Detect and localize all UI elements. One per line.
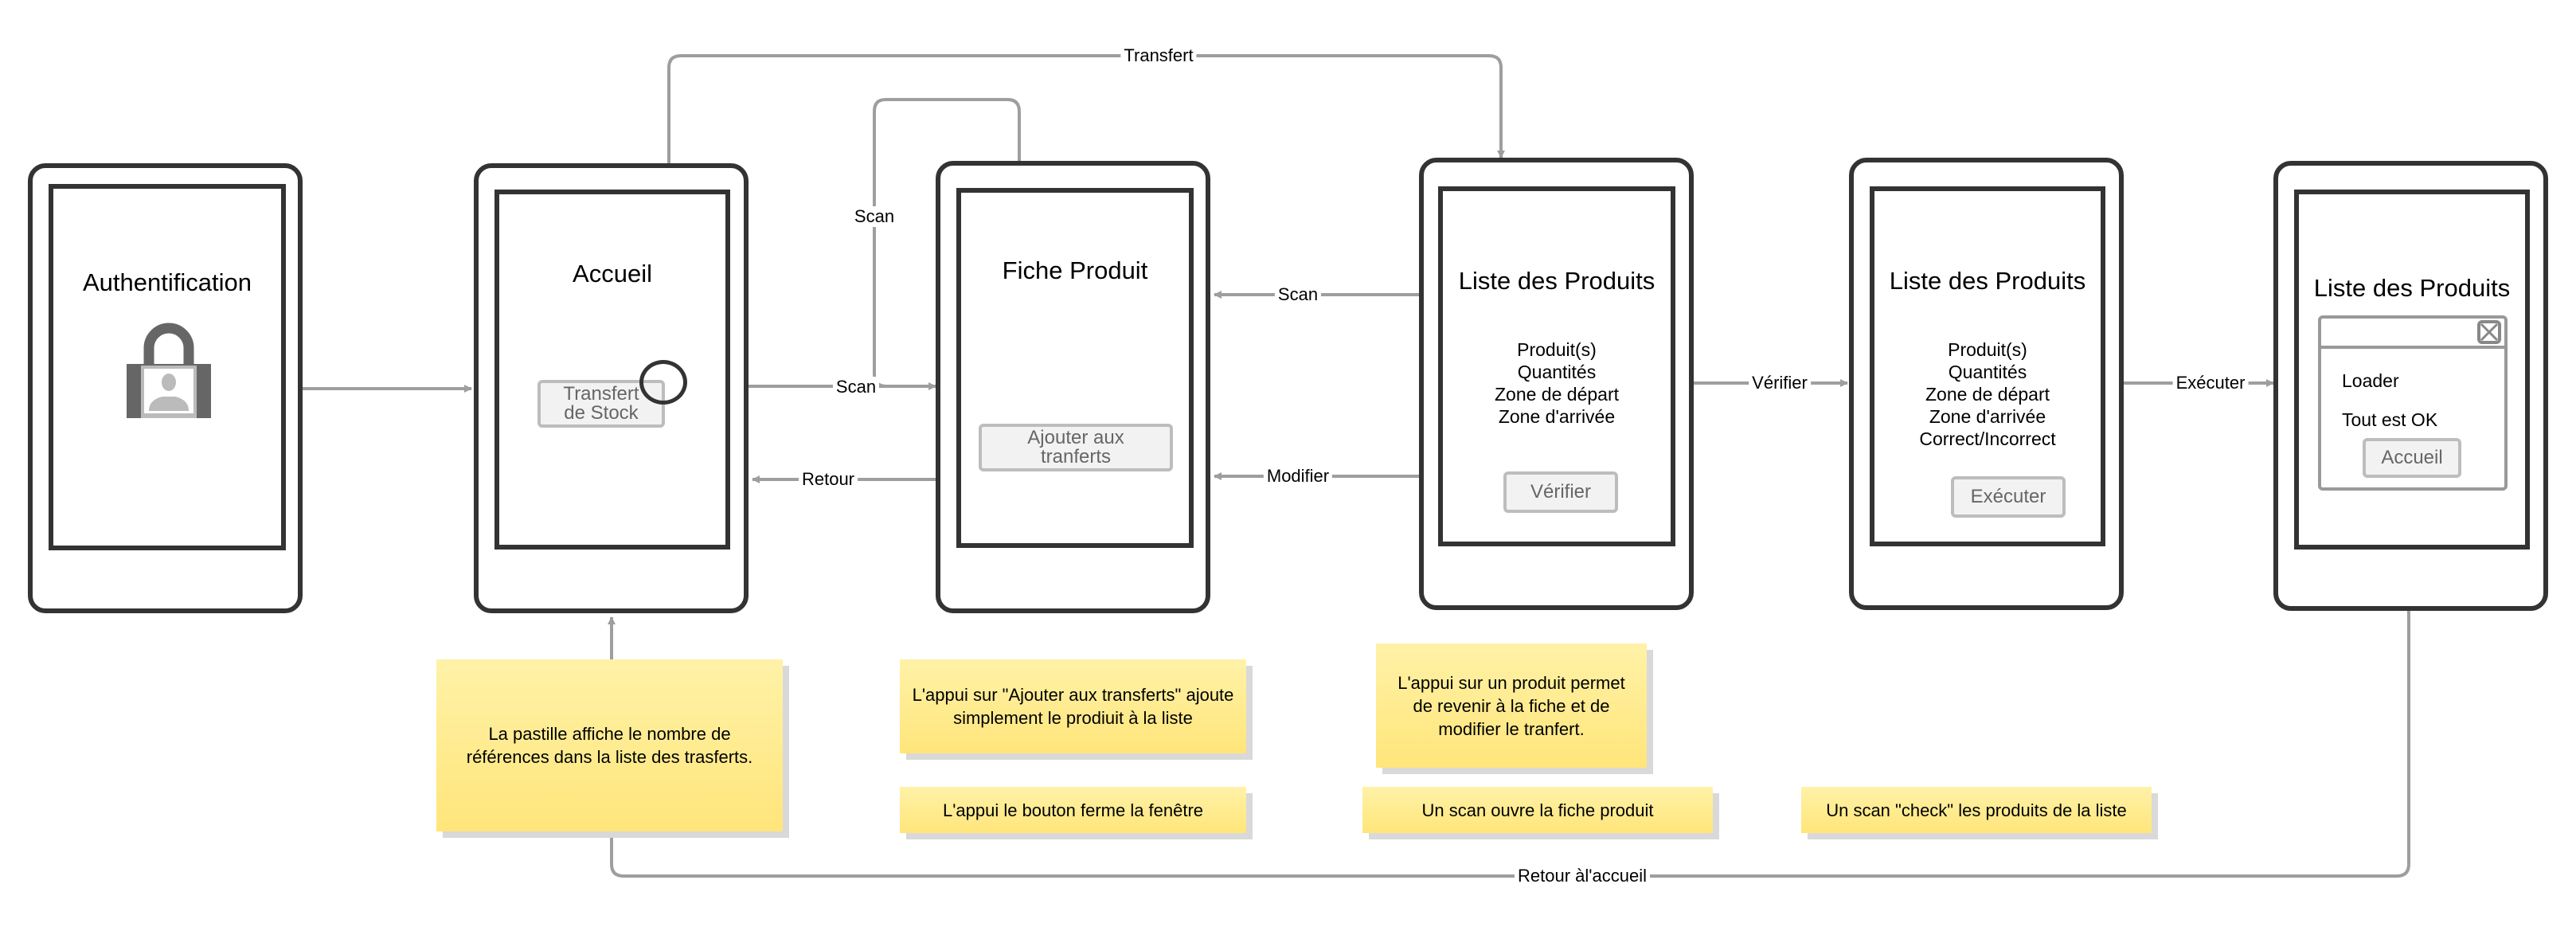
device-home: Accueil Transfert de Stock (474, 163, 749, 613)
screen-verify: Liste des Produits Produit(s) Quantités … (1870, 186, 2105, 546)
edge-label-modifier: Modifier (1263, 466, 1333, 487)
result-dialog: Loader Tout est OK Accueil (2318, 315, 2508, 491)
verifier-button[interactable]: Vérifier (1503, 471, 1618, 513)
ajouter-transferts-button[interactable]: Ajouter aux tranferts (979, 424, 1173, 471)
device-auth: Authentification (28, 163, 303, 613)
screen-title: Fiche Produit (1002, 256, 1148, 284)
field-departure-zone: Zone de départ (1494, 384, 1619, 405)
device-product: Fiche Produit Ajouter aux tranferts (936, 161, 1210, 613)
note-close-window: L'appui le bouton ferme la fenêtre (900, 787, 1246, 833)
edge-label-transfert: Transfert (1120, 45, 1197, 66)
edge-retour-accueil (608, 609, 2410, 878)
note-scan-check: Un scan "check" les produits de la liste (1801, 787, 2152, 833)
screen-product: Fiche Produit Ajouter aux tranferts (956, 188, 1194, 548)
edge-label-scan-list: Scan (1274, 284, 1322, 305)
screen-title: Liste des Produits (2313, 274, 2511, 302)
field-departure-zone: Zone de départ (1925, 384, 2050, 405)
field-quantity: Quantités (1948, 362, 2027, 382)
screen-title: Authentification (83, 268, 252, 296)
note-scan-opens: Un scan ouvre la fiche produit (1362, 787, 1713, 833)
screen-auth: Authentification (49, 184, 286, 550)
field-correct-status: Correct/Incorrect (1919, 428, 2056, 449)
executer-button[interactable]: Exécuter (1951, 476, 2066, 518)
edge-label-scan: Scan (832, 377, 880, 397)
screen-execute: Liste des Produits Loader Tout est OK Ac… (2294, 190, 2530, 550)
edge-label-retour: Retour (798, 469, 858, 490)
screen-title: Liste des Produits (1458, 267, 1655, 295)
device-verify: Liste des Produits Produit(s) Quantités … (1849, 158, 2124, 610)
close-box-icon[interactable] (2477, 320, 2501, 344)
device-list: Liste des Produits Produit(s) Quantités … (1419, 158, 1694, 610)
product-fields: Produit(s) Quantités Zone de départ Zone… (1443, 338, 1671, 428)
badge-circle-icon (639, 360, 687, 405)
edge-label-retour-accueil: Retour àl'accueil (1515, 866, 1650, 886)
note-press-product: L'appui sur un produit permet de revenir… (1376, 643, 1647, 768)
screen-list: Liste des Produits Produit(s) Quantités … (1438, 186, 1675, 546)
field-arrival-zone: Zone d'arrivée (1498, 406, 1616, 427)
field-product: Produit(s) (1517, 339, 1597, 360)
field-quantity: Quantités (1517, 362, 1597, 382)
lock-user-icon (127, 323, 211, 418)
edge-label-scan-loop: Scan (850, 206, 898, 227)
accueil-button[interactable]: Accueil (2363, 438, 2461, 478)
note-add-transfer: L'appui sur "Ajouter aux transferts" ajo… (900, 659, 1246, 753)
screen-title: Liste des Produits (1889, 267, 2086, 295)
screen-home: Accueil Transfert de Stock (494, 190, 730, 550)
note-badge: La pastille affiche le nombre de référen… (436, 659, 783, 831)
edge-label-executer: Exécuter (2172, 373, 2249, 393)
device-execute: Liste des Produits Loader Tout est OK Ac… (2273, 161, 2548, 611)
field-arrival-zone: Zone d'arrivée (1929, 406, 2046, 427)
dialog-header (2321, 319, 2504, 349)
edge-label-verifier: Vérifier (1749, 373, 1811, 393)
product-fields: Produit(s) Quantités Zone de départ Zone… (1874, 338, 2101, 450)
field-product: Produit(s) (1948, 339, 2027, 360)
screen-title: Accueil (573, 260, 652, 288)
status-text: Tout est OK (2342, 409, 2438, 430)
edge-transfert (667, 54, 1505, 166)
loader-text: Loader (2342, 370, 2399, 391)
